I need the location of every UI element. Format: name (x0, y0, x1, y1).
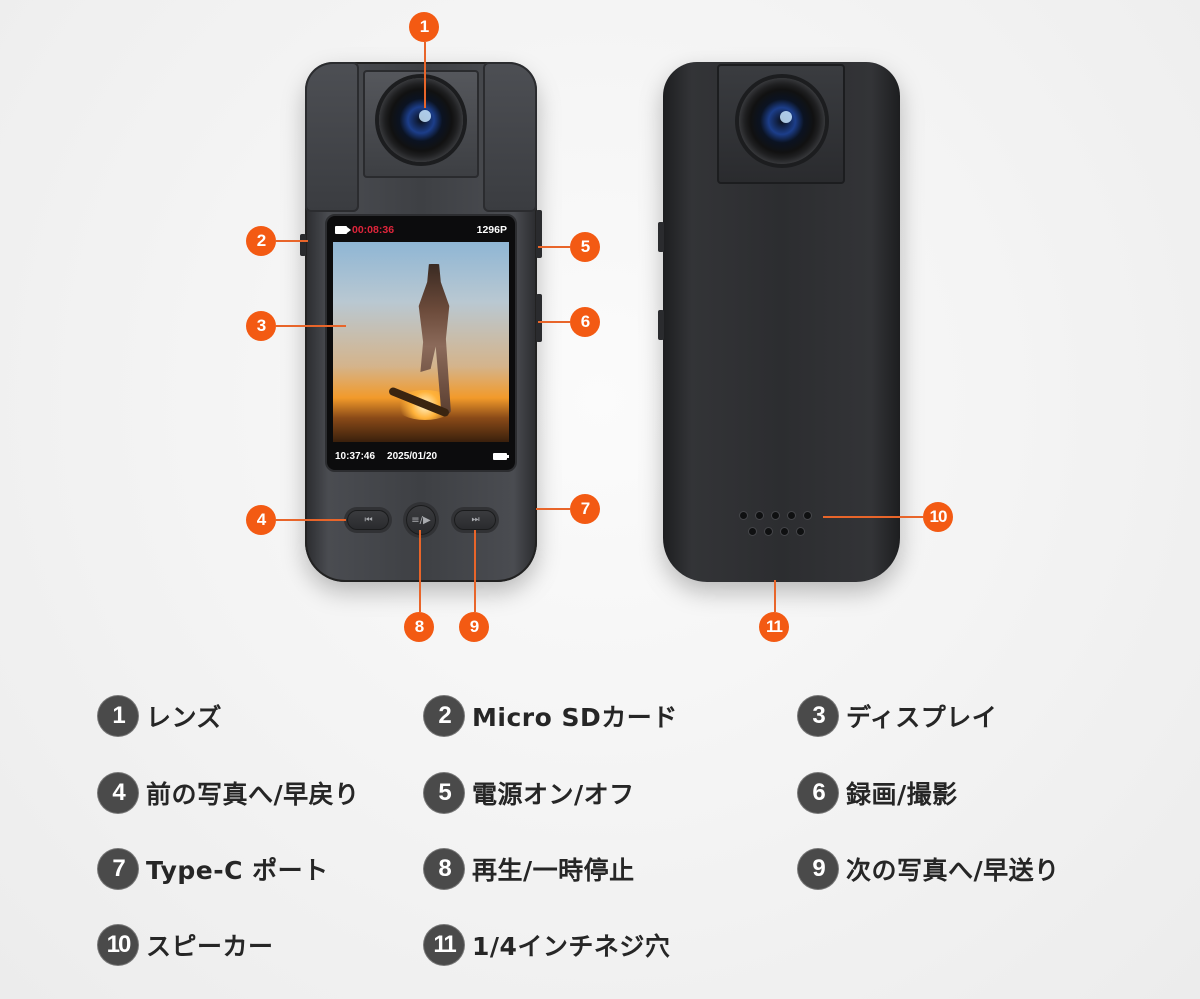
legend-label: ディスプレイ (846, 703, 998, 732)
camera-front-view: 00:08:36 1296P 10:37:46 2025/01/20 ⏮ ≡/▶… (300, 62, 542, 582)
lens-housing-back (717, 64, 845, 184)
display: 00:08:36 1296P 10:37:46 2025/01/20 (325, 214, 517, 472)
callout-line-4 (276, 519, 346, 521)
legend-label: Micro SDカード (472, 703, 678, 732)
speaker-grille-row-1 (740, 512, 811, 519)
callout-marker-4: 4 (246, 505, 276, 535)
resolution-label: 1296P (476, 224, 507, 236)
callout-line-8 (419, 530, 421, 612)
screen-status-top: 00:08:36 1296P (335, 222, 507, 238)
micro-sd-slot (300, 234, 306, 256)
date-label: 2025/01/20 (387, 450, 438, 462)
skip-forward-icon: ⏭ (471, 515, 479, 525)
legend-label: 録画/撮影 (846, 780, 958, 809)
legend-label: 前の写真へ/早戻り (146, 780, 360, 809)
legend-item-display: 3 ディスプレイ (798, 696, 997, 736)
screen-preview-image (333, 242, 509, 442)
callout-marker-8: 8 (404, 612, 434, 642)
legend-item-lens: 1 レンズ (98, 696, 222, 736)
callout-marker-1: 1 (409, 12, 439, 42)
previous-rewind-button[interactable]: ⏮ (347, 510, 389, 530)
callout-marker-3: 3 (246, 311, 276, 341)
legend-label: 次の写真へ/早送り (846, 856, 1060, 885)
lens-bracket-right (483, 62, 537, 212)
screen-status-bottom: 10:37:46 2025/01/20 (335, 448, 509, 464)
callout-marker-5: 5 (570, 232, 600, 262)
legend-badge: 8 (424, 849, 464, 889)
legend-badge: 3 (798, 696, 838, 736)
legend-item-prev-rewind: 4 前の写真へ/早戻り (98, 773, 360, 813)
callout-line-10 (823, 516, 923, 518)
callout-marker-11: 11 (759, 612, 789, 642)
recording-time: 00:08:36 (352, 224, 395, 236)
legend-badge: 11 (424, 925, 464, 965)
legend-item-record: 6 録画/撮影 (798, 773, 958, 813)
power-button (536, 210, 542, 258)
callout-line-7 (536, 508, 570, 510)
legend-item-next-forward: 9 次の写真へ/早送り (798, 849, 1060, 889)
legend-badge: 9 (798, 849, 838, 889)
side-button-left-2 (658, 310, 664, 340)
legend-item-play-pause: 8 再生/一時停止 (424, 849, 635, 889)
legend-badge: 1 (98, 696, 138, 736)
legend-badge: 4 (98, 773, 138, 813)
legend-badge: 7 (98, 849, 138, 889)
speaker-grille-row-2 (749, 528, 804, 535)
legend-badge: 6 (798, 773, 838, 813)
callout-line-2 (276, 240, 308, 242)
legend-label: 電源オン/オフ (472, 780, 635, 809)
legend-label: Type-C ポート (146, 856, 329, 885)
play-pause-icon: ≡/▶ (411, 514, 431, 526)
legend-label: 再生/一時停止 (472, 856, 635, 885)
lens-icon (379, 78, 463, 162)
clock-time: 10:37:46 (335, 450, 376, 462)
callout-marker-9: 9 (459, 612, 489, 642)
lens-bracket-left (305, 62, 359, 212)
legend-item-tripod-hole: 11 1/4インチネジ穴 (424, 925, 670, 965)
legend-label: レンズ (146, 703, 223, 732)
legend-item-speaker: 10 スピーカー (98, 925, 274, 965)
callout-line-1 (424, 42, 426, 108)
legend-item-type-c: 7 Type-C ポート (98, 849, 329, 889)
skip-back-icon: ⏮ (364, 515, 372, 525)
side-button-left (658, 222, 664, 252)
legend-item-micro-sd: 2 Micro SDカード (424, 696, 678, 736)
legend-badge: 5 (424, 773, 464, 813)
lens-housing (363, 70, 479, 178)
video-camera-icon (335, 226, 351, 234)
legend-label: 1/4インチネジ穴 (472, 932, 671, 961)
lens-icon (739, 78, 825, 164)
callout-line-6 (538, 321, 570, 323)
callout-line-3 (276, 325, 346, 327)
battery-icon (493, 452, 509, 460)
play-pause-button[interactable]: ≡/▶ (406, 505, 436, 535)
camera-back-view (658, 62, 900, 582)
callout-line-11 (774, 580, 776, 612)
legend-label: スピーカー (146, 932, 274, 961)
record-button (536, 294, 542, 342)
callout-line-9 (474, 530, 476, 612)
callout-marker-2: 2 (246, 226, 276, 256)
callout-line-5 (538, 246, 570, 248)
legend-item-power: 5 電源オン/オフ (424, 773, 635, 813)
legend-badge: 2 (424, 696, 464, 736)
callout-marker-7: 7 (570, 494, 600, 524)
legend-badge: 10 (98, 925, 138, 965)
next-forward-button[interactable]: ⏭ (454, 510, 496, 530)
callout-marker-6: 6 (570, 307, 600, 337)
callout-marker-10: 10 (923, 502, 953, 532)
